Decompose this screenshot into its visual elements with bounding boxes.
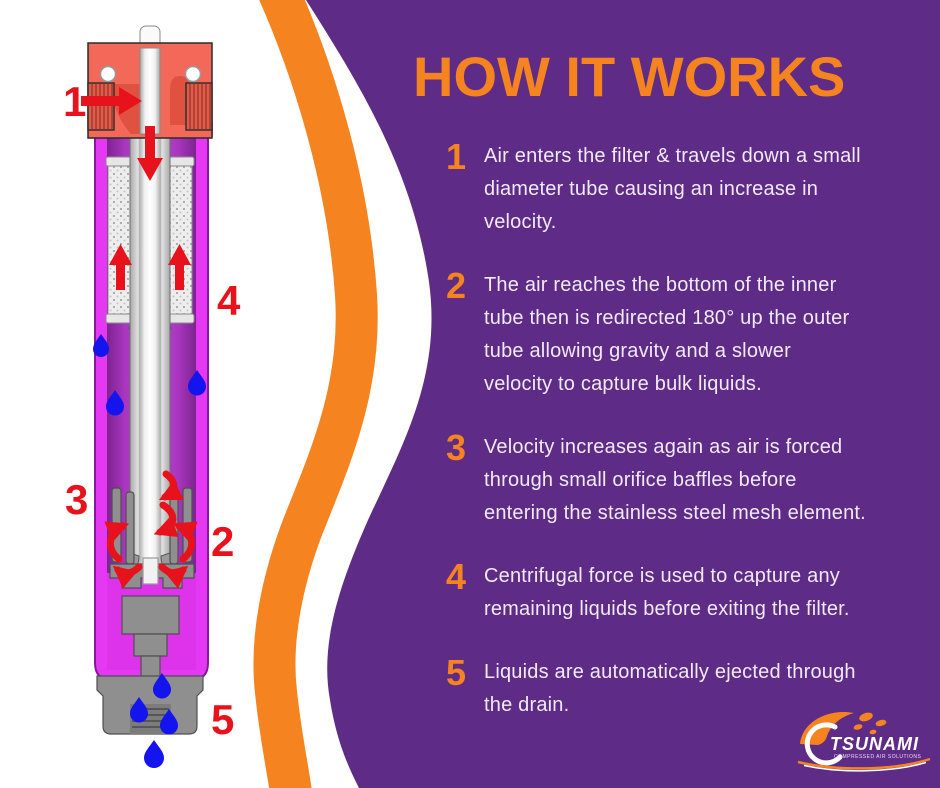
inlet-arrow — [81, 87, 142, 115]
airflow-arrows — [81, 87, 198, 589]
step-number: 2 — [446, 265, 467, 306]
page-title: HOW IT WORKS — [413, 45, 846, 108]
inner-tube — [120, 25, 180, 579]
callout-2: 2 — [211, 518, 234, 565]
step-text: Liquids are automatically ejected throug… — [484, 661, 856, 716]
logo-swoosh — [797, 757, 931, 770]
down-arrow — [137, 126, 163, 181]
orange-ribbon — [253, 0, 378, 788]
logo-tagline: COMPRESSED AIR SOLUTIONS — [834, 754, 921, 760]
up-arrow-left — [109, 244, 132, 290]
bolt-hole — [184, 65, 202, 83]
step-number: 5 — [446, 652, 467, 693]
step-number: 1 — [446, 136, 467, 177]
callout-1: 1 — [63, 78, 86, 125]
up-arrow-right — [168, 244, 191, 290]
step-item-5: 5 Liquids are automatically ejected thro… — [446, 652, 920, 722]
filter-diagram: 1 4 3 2 5 — [63, 25, 241, 768]
liquid-droplets — [93, 334, 206, 768]
step-text: The air reaches the bottom of the inner … — [484, 274, 850, 395]
logo-swoosh-white — [803, 761, 927, 772]
wave-splash-icon — [800, 711, 887, 745]
step-item-1: 1 Air enters the filter & travels down a… — [446, 136, 920, 239]
mesh-elements — [105, 156, 195, 331]
step-number: 3 — [446, 427, 467, 468]
steps-list: 1 Air enters the filter & travels down a… — [446, 136, 920, 722]
step-text: Centrifugal force is used to capture any… — [484, 565, 850, 620]
wave-crescent-icon — [804, 722, 843, 766]
step-text: Velocity increases again as air is force… — [484, 436, 866, 524]
callout-3: 3 — [65, 476, 88, 523]
step-item-3: 3 Velocity increases again as air is for… — [446, 427, 920, 530]
logo-brand: TSUNAMI — [830, 734, 919, 754]
filter-head — [87, 42, 213, 139]
callout-4: 4 — [217, 277, 241, 324]
tsunami-logo: TSUNAMI COMPRESSED AIR SOLUTIONS — [786, 700, 936, 774]
step-number: 4 — [446, 556, 467, 597]
step-text: Air enters the filter & travels down a s… — [484, 145, 861, 233]
bolt-hole — [99, 65, 117, 83]
step-item-2: 2 The air reaches the bottom of the inne… — [446, 265, 920, 401]
step-item-4: 4 Centrifugal force is used to capture a… — [446, 556, 920, 626]
callout-5: 5 — [211, 696, 234, 743]
